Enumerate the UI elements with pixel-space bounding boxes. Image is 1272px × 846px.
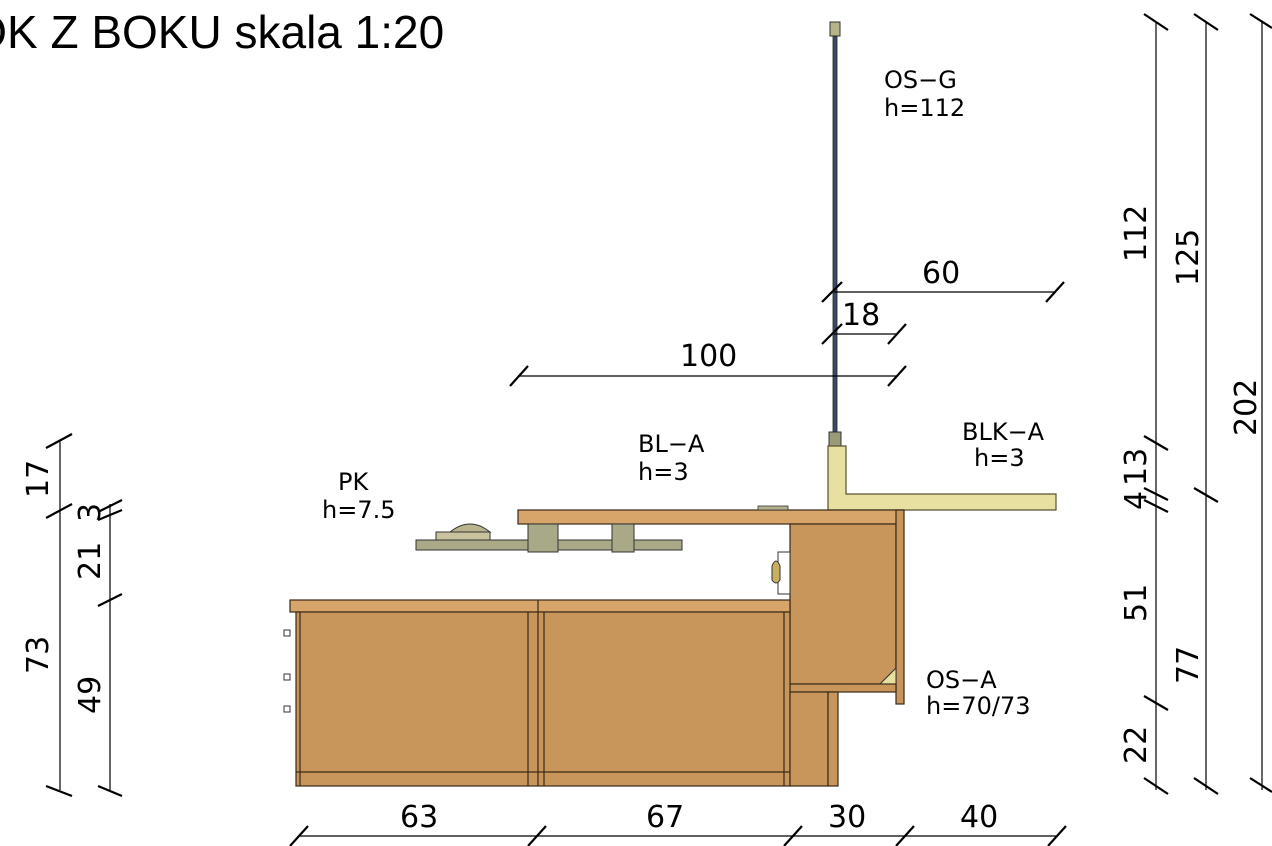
lamp-icon	[771, 560, 781, 584]
dim-left-21: 21	[73, 542, 108, 580]
dim-right-51: 51	[1119, 584, 1154, 622]
handle-3-icon	[283, 705, 291, 713]
side-cabinet	[789, 523, 897, 685]
tray-rail-1	[527, 523, 559, 553]
dim-right-125: 125	[1171, 229, 1206, 286]
pole-cap-top	[829, 21, 841, 37]
dim-right-77: 77	[1171, 646, 1206, 684]
dim-right-13: 13	[1119, 448, 1154, 486]
handle-2-icon	[283, 673, 291, 681]
dim-right-22: 22	[1119, 726, 1154, 764]
cabinet-leg	[827, 691, 839, 787]
low-cabinet-body	[295, 611, 791, 787]
label-blk-a-name: BLK−A	[962, 418, 1045, 446]
cabinet-side-panel	[895, 509, 905, 705]
dim-right-202: 202	[1229, 379, 1264, 436]
desk-bracket	[757, 505, 789, 511]
dim-bottom-1: 63	[400, 800, 438, 835]
dim-bottom-4: 40	[960, 800, 998, 835]
label-os-a-name: OS−A	[926, 666, 997, 694]
handle-1-icon	[283, 629, 291, 637]
drawing-title: DOK Z BOKU skala 1:20	[0, 6, 444, 58]
low-cabinet-top	[289, 599, 791, 613]
cabinet-leg-block	[789, 691, 829, 787]
label-bl-a-h: h=3	[638, 458, 689, 486]
dim-60: 60	[922, 256, 960, 291]
dim-18: 18	[842, 298, 880, 333]
dim-bottom-3: 30	[828, 800, 866, 835]
label-os-g-h: h=112	[884, 94, 965, 122]
dim-right-4: 4	[1119, 491, 1154, 510]
mouse-icon	[448, 523, 492, 533]
label-os-a-h: h=70/73	[926, 692, 1030, 720]
label-bl-a-name: BL−A	[638, 430, 705, 458]
label-pk-name: PK	[338, 468, 369, 496]
cabinet-bottom-shelf	[789, 683, 897, 693]
keyboard	[435, 531, 491, 541]
dim-right-112: 112	[1119, 205, 1154, 262]
dim-100: 100	[680, 339, 737, 374]
dim-left-17: 17	[21, 460, 56, 498]
pole-base	[828, 431, 842, 447]
tray-rail-2	[611, 523, 635, 553]
dim-left-49: 49	[73, 676, 108, 714]
dim-left-3: 3	[73, 503, 108, 522]
dim-left-73: 73	[21, 636, 56, 674]
label-blk-a-h: h=3	[974, 444, 1025, 472]
bl-a-desktop	[517, 509, 903, 525]
pole-os-g	[832, 35, 838, 435]
label-pk-h: h=7.5	[322, 496, 396, 524]
label-os-g-name: OS−G	[884, 66, 957, 94]
dim-bottom-2: 67	[646, 800, 684, 835]
